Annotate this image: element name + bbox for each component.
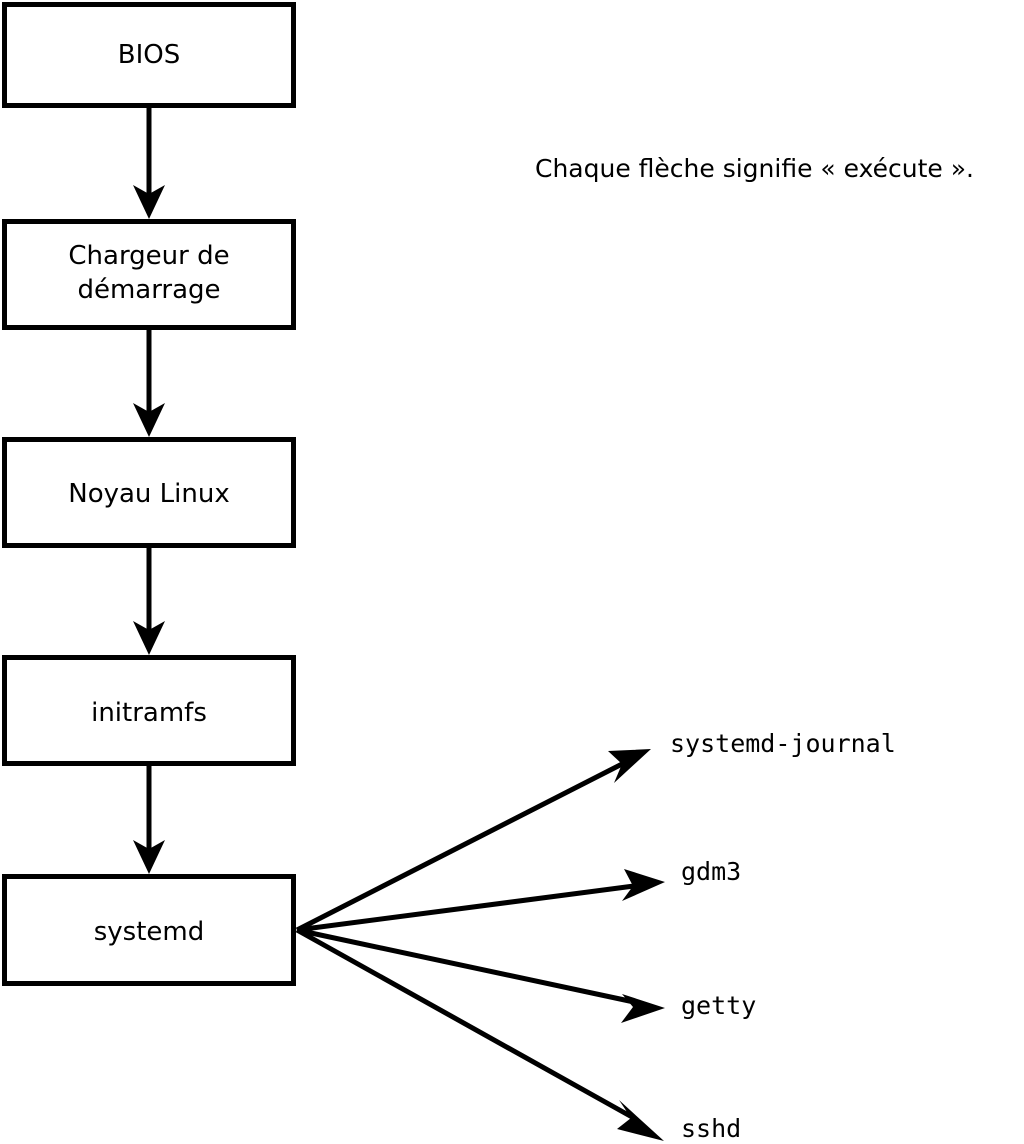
edge-systemd-to-getty [296, 927, 665, 1023]
node-label-kernel: Noyau Linux [68, 479, 229, 509]
arrow-head-down-icon [133, 621, 165, 655]
node-box-rect [2, 655, 296, 766]
arrow-head-icon [617, 1100, 664, 1141]
node-box-rect [2, 874, 296, 986]
service-label-sshd: sshd [681, 1114, 741, 1143]
edge-line [295, 760, 626, 933]
node-label-bios: BIOS [118, 40, 180, 70]
edge-bios-to-bootloader [133, 108, 165, 219]
edge-bootloader-to-kernel [133, 330, 165, 437]
node-label-initramfs: initramfs [91, 698, 207, 728]
edge-line [295, 927, 634, 1120]
edge-line [296, 883, 635, 933]
edge-initramfs-to-systemd [133, 766, 165, 874]
arrow-head-icon [608, 749, 651, 783]
node-label-bootloader-line2: démarrage [77, 275, 220, 305]
node-box-rect [2, 2, 296, 108]
arrow-head-down-icon [133, 403, 165, 437]
node-bootloader[interactable]: Chargeur de démarrage [2, 219, 296, 330]
edge-systemd-to-gdm3 [296, 869, 665, 933]
diagram-caption: Chaque flèche signifie « exécute ». [535, 154, 974, 183]
service-label-systemd-journal: systemd-journal [670, 729, 896, 758]
arrow-head-icon [621, 994, 665, 1023]
arrow-head-down-icon [133, 840, 165, 874]
arrow-head-icon [622, 869, 665, 901]
node-initramfs[interactable]: initramfs [2, 655, 296, 766]
edge-line [296, 927, 635, 1005]
service-label-getty: getty [681, 991, 756, 1020]
edge-systemd-to-sshd [295, 927, 664, 1141]
node-box-rect [2, 437, 296, 548]
node-box-rect [2, 219, 296, 330]
node-systemd[interactable]: systemd [2, 874, 296, 986]
node-label-systemd: systemd [94, 917, 205, 947]
service-label-gdm3: gdm3 [681, 857, 741, 886]
edge-kernel-to-initramfs [133, 548, 165, 655]
arrow-head-down-icon [133, 185, 165, 219]
node-label-bootloader-line1: Chargeur de [68, 241, 229, 271]
node-kernel[interactable]: Noyau Linux [2, 437, 296, 548]
edge-systemd-to-systemd-journal [295, 749, 651, 933]
node-bios[interactable]: BIOS [2, 2, 296, 108]
